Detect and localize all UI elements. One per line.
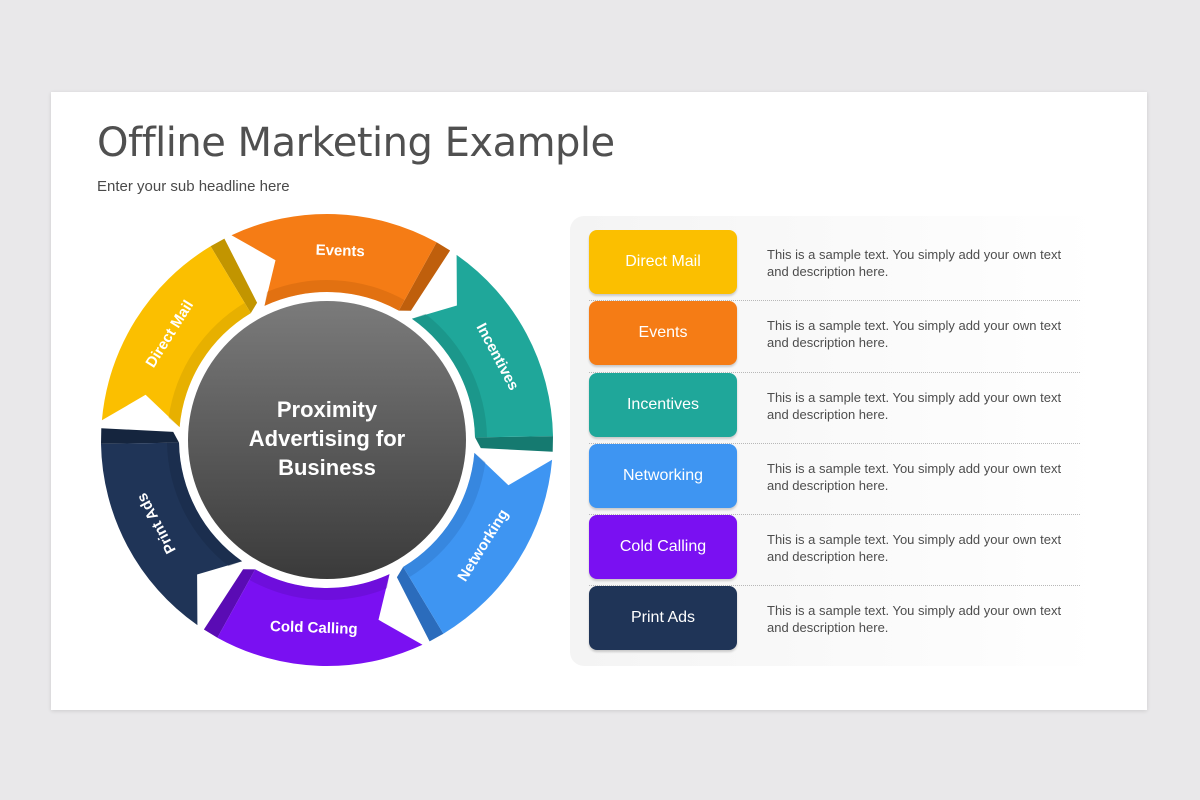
segment-incentives [411, 254, 553, 438]
legend-row-cold-calling: Cold Calling This is a sample text. You … [589, 515, 1080, 587]
center-line-2: Advertising for [249, 426, 406, 451]
segment-cold-calling-lip [249, 569, 390, 600]
badge-print-ads: Print Ads [589, 586, 737, 651]
segment-direct-mail [101, 246, 251, 428]
desc-print-ads: This is a sample text. You simply add yo… [767, 603, 1062, 636]
center-circle [188, 301, 466, 579]
segment-cold-calling-depth [203, 569, 256, 638]
page-subtitle: Enter your sub headline here [97, 178, 290, 195]
badge-events: Events [589, 301, 737, 366]
segment-incentives-lip [411, 313, 487, 438]
desc-events: This is a sample text. You simply add yo… [767, 318, 1062, 351]
desc-incentives: This is a sample text. You simply add yo… [767, 389, 1062, 422]
segment-label-cold-calling: Cold Calling [270, 618, 358, 638]
desc-direct-mail: This is a sample text. You simply add yo… [767, 247, 1062, 279]
center-line-3: Business [278, 455, 376, 480]
page-title: Offline Marketing Example [97, 120, 615, 166]
slide: Offline Marketing Example Enter your sub… [51, 92, 1147, 710]
legend-row-networking: Networking This is a sample text. You si… [589, 443, 1080, 516]
segment-direct-mail-lip [168, 302, 251, 428]
desc-cold-calling: This is a sample text. You simply add yo… [767, 532, 1062, 565]
legend-row-events: Events This is a sample text. You simply… [589, 301, 1080, 373]
segment-print-ads-lip [167, 442, 243, 567]
legend-rows: Direct Mail This is a sample text. You s… [589, 230, 1080, 658]
cycle-diagram-svg: Direct MailEventsIncentivesNetworkingCol… [101, 213, 553, 667]
segment-cold-calling [217, 569, 423, 667]
desc-networking: This is a sample text. You simply add yo… [767, 460, 1062, 493]
badge-networking: Networking [589, 443, 737, 508]
segment-networking-depth [396, 566, 444, 642]
segment-networking-lip [403, 452, 486, 578]
legend-row-incentives: Incentives This is a sample text. You si… [589, 372, 1080, 444]
segment-print-ads-depth [101, 428, 179, 444]
segment-events [231, 213, 437, 311]
segment-events-lip [264, 280, 405, 311]
segment-print-ads [101, 442, 243, 626]
segment-label-events: Events [315, 242, 365, 261]
segment-networking [403, 452, 553, 634]
badge-cold-calling: Cold Calling [589, 515, 737, 580]
segment-direct-mail-depth [210, 238, 258, 314]
legend-row-direct-mail: Direct Mail This is a sample text. You s… [589, 230, 1080, 302]
legend-row-print-ads: Print Ads This is a sample text. You sim… [589, 586, 1080, 657]
center-line-1: Proximity [277, 397, 378, 422]
segment-incentives-depth [475, 436, 553, 452]
segment-events-depth [398, 242, 451, 311]
badge-direct-mail: Direct Mail [589, 230, 737, 294]
badge-incentives: Incentives [589, 372, 737, 437]
legend-panel: Direct Mail This is a sample text. You s… [570, 216, 1098, 666]
